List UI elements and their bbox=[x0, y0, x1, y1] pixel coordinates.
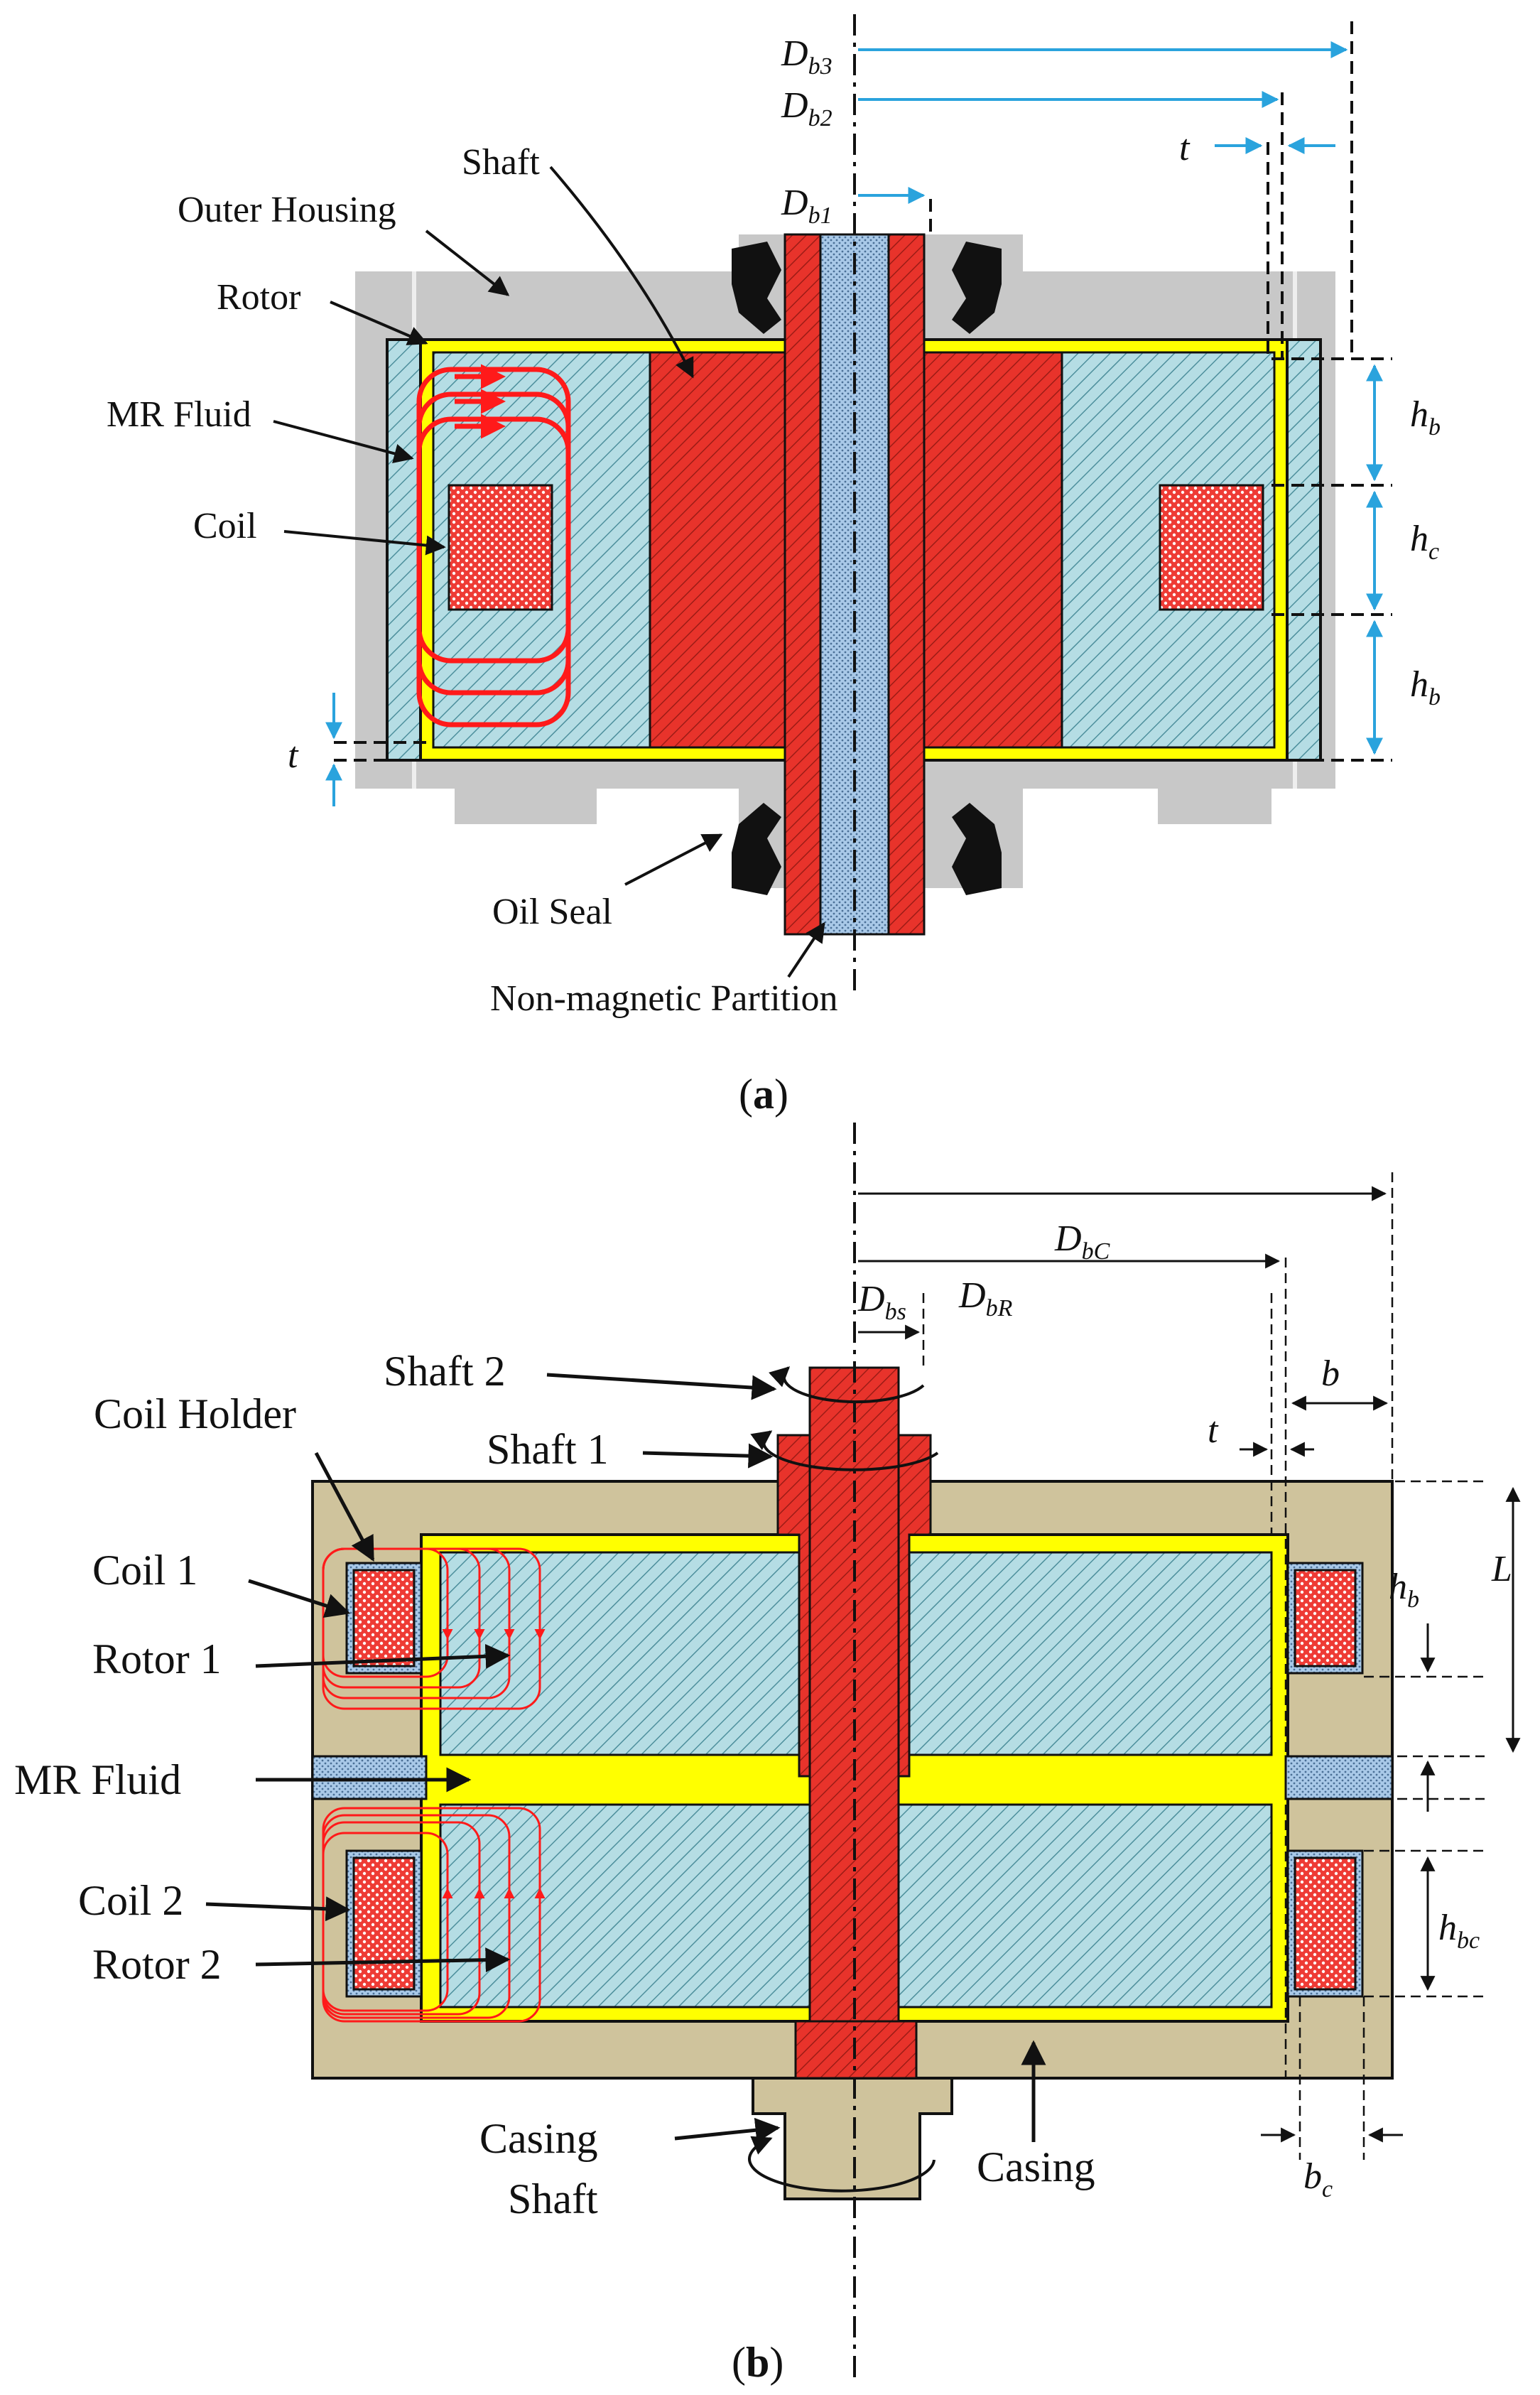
dim-db2: Db2 bbox=[781, 85, 833, 131]
dim-hc: hc bbox=[1410, 519, 1439, 565]
label-shaft: Shaft bbox=[462, 142, 540, 183]
stator-right bbox=[1286, 338, 1322, 762]
oil-seal-top-right bbox=[952, 242, 1002, 334]
caption-b: (b) bbox=[732, 2339, 783, 2386]
coil-2 bbox=[352, 1856, 416, 1991]
label-coil-holder: Coil Holder bbox=[94, 1390, 296, 1437]
label-coil-2: Coil 2 bbox=[78, 1877, 183, 1924]
coil-right-2 bbox=[1294, 1856, 1357, 1991]
coil-left bbox=[448, 484, 553, 611]
oil-seal-bottom-left bbox=[732, 803, 781, 895]
label-shaft-2: Shaft 2 bbox=[384, 1348, 506, 1395]
coil-right bbox=[1159, 484, 1264, 611]
dim-dbc: DbC bbox=[1054, 1218, 1110, 1265]
label-casing-shaft-line2: Shaft bbox=[508, 2175, 598, 2222]
label-shaft-1: Shaft 1 bbox=[487, 1426, 609, 1473]
casing-shaft-shape bbox=[752, 2077, 953, 2200]
label-outer-housing: Outer Housing bbox=[178, 190, 396, 230]
coil-right-1 bbox=[1294, 1569, 1357, 1667]
dim-dbr: DbR bbox=[958, 1275, 1013, 1321]
dim-db3: Db3 bbox=[781, 33, 833, 80]
dim-hbc: hbc bbox=[1438, 1908, 1480, 1954]
label-rotor-2: Rotor 2 bbox=[92, 1941, 222, 1988]
label-partition: Non-magnetic Partition bbox=[490, 978, 838, 1019]
label-mr-fluid-b: MR Fluid bbox=[14, 1756, 181, 1803]
dim-hb-top: hb bbox=[1410, 394, 1441, 440]
dim-db1: Db1 bbox=[781, 183, 833, 229]
dim-t-top: t bbox=[1179, 128, 1191, 168]
dim-L: L bbox=[1491, 1549, 1512, 1589]
diagram-b: Shaft 2 Shaft 1 Coil Holder Coil 1 Rotor… bbox=[14, 1123, 1521, 2386]
label-coil: Coil bbox=[193, 506, 257, 546]
label-oil-seal: Oil Seal bbox=[492, 892, 612, 932]
coil-1 bbox=[352, 1569, 416, 1667]
dim-hb-b: hb bbox=[1389, 1567, 1419, 1613]
label-rotor-1: Rotor 1 bbox=[92, 1636, 222, 1682]
dim-t-left: t bbox=[288, 735, 299, 776]
diagram-a: Outer Housing Rotor MR Fluid Coil Shaft … bbox=[107, 14, 1441, 1118]
stator-left bbox=[386, 338, 422, 762]
dim-t-b: t bbox=[1208, 1410, 1219, 1451]
oil-seal-top-left bbox=[732, 242, 781, 334]
label-casing: Casing bbox=[977, 2143, 1095, 2190]
caption-a: (a) bbox=[739, 1071, 788, 1118]
mr-fluid-channel-left bbox=[311, 1755, 428, 1800]
label-casing-shaft-line1: Casing bbox=[479, 2115, 598, 2162]
flux-loops-b bbox=[322, 1547, 546, 2023]
dim-bc: bc bbox=[1303, 2156, 1333, 2202]
oil-seal-bottom-right bbox=[952, 803, 1002, 895]
label-coil-1: Coil 1 bbox=[92, 1547, 197, 1594]
dim-b: b bbox=[1321, 1353, 1340, 1394]
label-rotor: Rotor bbox=[217, 277, 300, 318]
dim-dbs: Dbs bbox=[857, 1279, 906, 1325]
dim-hb-bottom: hb bbox=[1410, 664, 1441, 710]
mr-fluid-channel-right bbox=[1284, 1755, 1394, 1800]
label-mr-fluid-a: MR Fluid bbox=[107, 394, 251, 435]
